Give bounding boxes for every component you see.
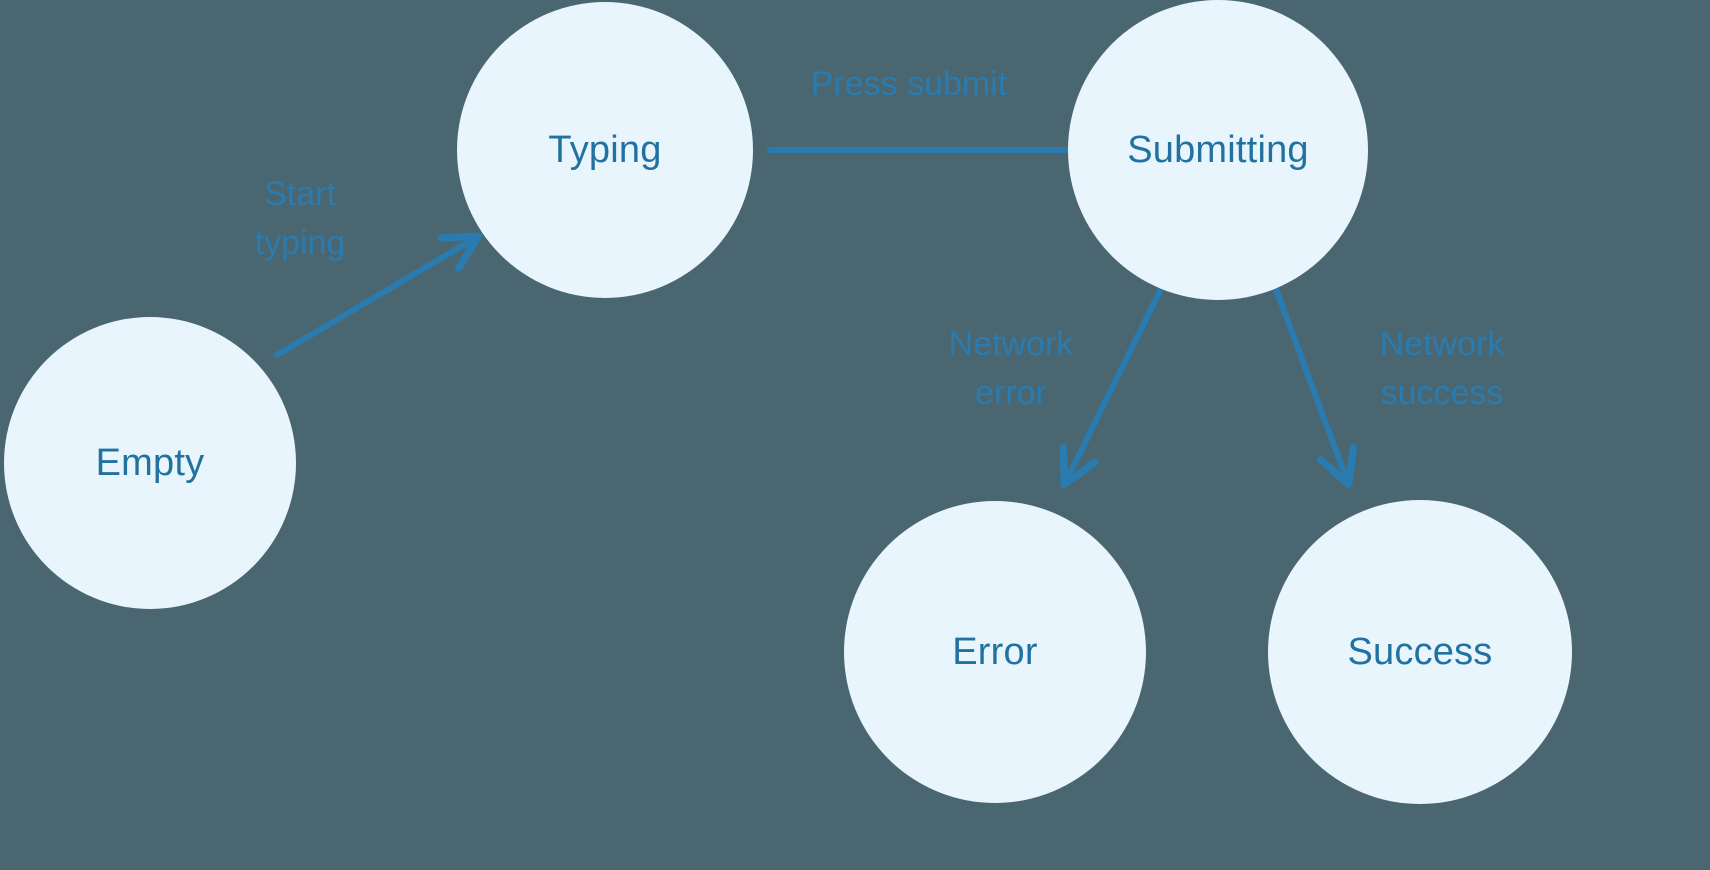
state-node-empty-label: Empty xyxy=(95,442,205,484)
state-node-submitting[interactable]: Submitting xyxy=(1068,0,1368,300)
edge-label-network-error: Network error xyxy=(948,325,1074,413)
state-node-success[interactable]: Success xyxy=(1268,500,1572,804)
edge-submitting-to-success xyxy=(1273,286,1348,483)
edge-label-start-typing: Start typing xyxy=(254,175,346,263)
edge-label-press-submit: Press submit xyxy=(810,65,1008,103)
edge-empty-to-typing xyxy=(274,237,477,358)
state-node-typing[interactable]: Typing xyxy=(457,2,753,298)
state-node-typing-label: Typing xyxy=(548,129,662,171)
state-node-error[interactable]: Error xyxy=(844,501,1146,803)
state-node-success-label: Success xyxy=(1347,631,1493,673)
edge-submitting-to-error xyxy=(1065,286,1164,483)
state-node-error-label: Error xyxy=(952,631,1038,673)
state-node-submitting-label: Submitting xyxy=(1127,129,1309,171)
edge-label-network-success: Network success xyxy=(1379,325,1505,413)
state-node-empty[interactable]: Empty xyxy=(4,317,296,609)
